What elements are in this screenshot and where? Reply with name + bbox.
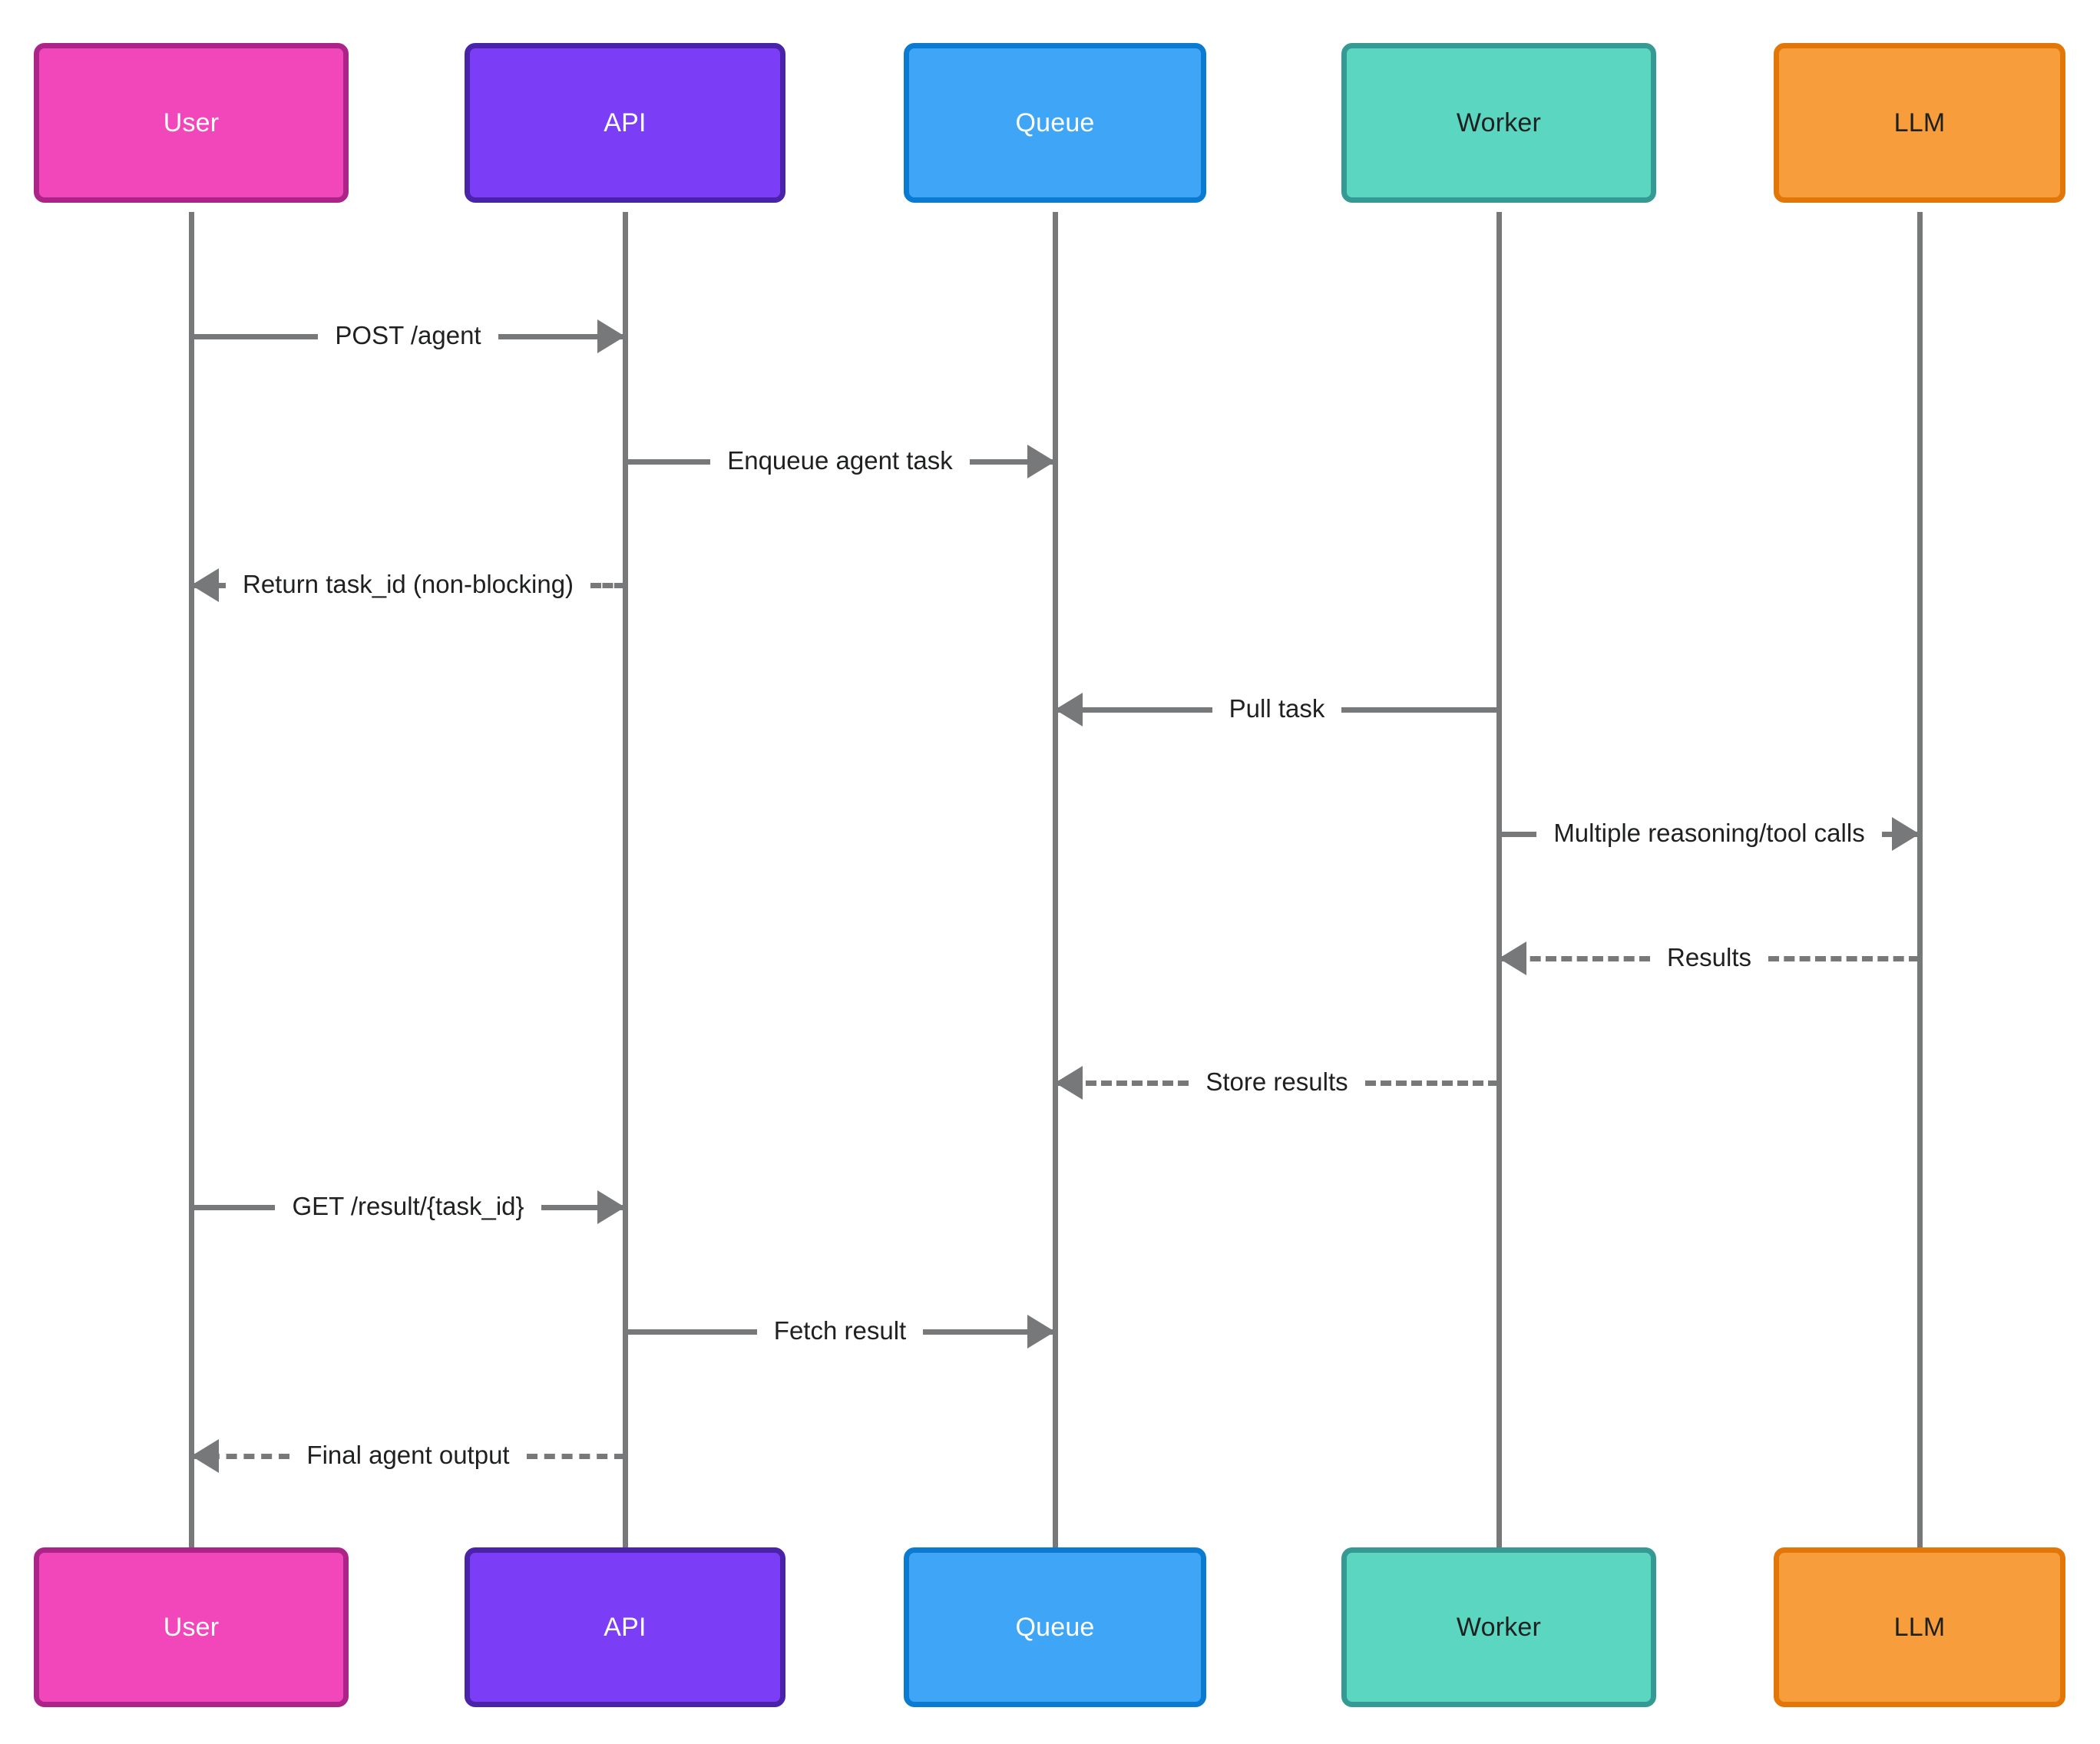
lifeline-worker (1496, 212, 1502, 1547)
participant-box-user-bottom[interactable]: User (34, 1547, 349, 1707)
participant-box-api-top[interactable]: API (465, 43, 785, 203)
participant-box-llm-top[interactable]: LLM (1774, 43, 2065, 203)
participant-label-worker: Worker (1456, 108, 1542, 137)
lifeline-api (622, 212, 628, 1547)
arrowhead-left-icon-5 (1499, 941, 1526, 975)
participant-label-user: User (163, 1613, 220, 1642)
message-label-6: Store results (1205, 1067, 1348, 1096)
message-line-right-4 (1881, 831, 1920, 837)
message-label-8: Fetch result (773, 1315, 907, 1345)
participant-label-queue: Queue (1015, 108, 1095, 137)
message-line-left-2 (191, 582, 226, 588)
message-line-right-6 (1364, 1080, 1499, 1086)
message-line-right-3 (1341, 707, 1499, 713)
message-4: Multiple reasoning/tool calls (1499, 811, 1920, 857)
arrowhead-left-icon-2 (191, 568, 219, 602)
message-line-right-8 (923, 1329, 1055, 1335)
message-line-left-1 (625, 458, 711, 465)
message-line-right-7 (541, 1204, 626, 1210)
message-line-left-9 (191, 1453, 290, 1459)
message-line-left-7 (191, 1204, 276, 1210)
message-line-left-5 (1499, 955, 1650, 961)
arrowhead-left-icon-9 (191, 1439, 219, 1473)
participant-label-api: API (604, 108, 647, 137)
message-label-1: Enqueue agent task (727, 445, 953, 475)
participant-box-queue-top[interactable]: Queue (904, 43, 1206, 203)
participant-box-queue-bottom[interactable]: Queue (904, 1547, 1206, 1707)
participant-box-api-bottom[interactable]: API (465, 1547, 785, 1707)
message-line-right-2 (590, 582, 626, 588)
message-label-3: Pull task (1229, 693, 1325, 723)
message-line-left-3 (1055, 707, 1212, 713)
arrowhead-right-icon-7 (597, 1190, 625, 1224)
message-7: GET /result/{task_id} (191, 1184, 626, 1230)
arrowhead-left-icon-3 (1055, 693, 1083, 726)
message-label-9: Final agent output (306, 1440, 510, 1469)
message-label-5: Results (1666, 942, 1752, 971)
participant-box-worker-top[interactable]: Worker (1341, 43, 1656, 203)
message-label-7: GET /result/{task_id} (292, 1191, 524, 1220)
message-6: Store results (1055, 1060, 1499, 1106)
message-line-right-9 (526, 1453, 626, 1459)
participant-label-llm: LLM (1893, 1613, 1946, 1642)
arrowhead-right-icon-1 (1027, 445, 1055, 478)
participant-label-llm: LLM (1893, 108, 1946, 137)
message-line-left-6 (1055, 1080, 1189, 1086)
message-line-left-8 (625, 1329, 757, 1335)
message-8: Fetch result (625, 1309, 1055, 1355)
message-label-0: POST /agent (335, 320, 481, 349)
message-5: Results (1499, 935, 1920, 981)
message-label-4: Multiple reasoning/tool calls (1553, 818, 1865, 847)
participant-box-llm-bottom[interactable]: LLM (1774, 1547, 2065, 1707)
message-label-2: Return task_id (non-blocking) (242, 569, 574, 598)
arrowhead-right-icon-8 (1027, 1315, 1055, 1349)
arrowhead-right-icon-4 (1892, 817, 1920, 851)
lifeline-queue (1052, 212, 1058, 1547)
message-1: Enqueue agent task (625, 438, 1056, 485)
message-line-right-0 (498, 333, 626, 339)
message-0: POST /agent (191, 313, 626, 359)
arrowhead-right-icon-0 (597, 319, 625, 353)
message-line-left-0 (191, 333, 319, 339)
participant-box-user-top[interactable]: User (34, 43, 349, 203)
participant-label-user: User (163, 108, 220, 137)
participant-label-worker: Worker (1456, 1613, 1542, 1642)
lifeline-user (188, 212, 194, 1547)
message-line-left-4 (1499, 831, 1537, 837)
arrowhead-left-icon-6 (1055, 1066, 1083, 1100)
message-2: Return task_id (non-blocking) (191, 562, 626, 608)
participant-label-queue: Queue (1015, 1613, 1095, 1642)
message-line-right-1 (969, 458, 1056, 465)
message-3: Pull task (1055, 687, 1499, 733)
message-line-right-5 (1768, 955, 1920, 961)
participant-label-api: API (604, 1613, 647, 1642)
message-9: Final agent output (191, 1433, 626, 1479)
participant-box-worker-bottom[interactable]: Worker (1341, 1547, 1656, 1707)
lifeline-llm (1916, 212, 1923, 1547)
